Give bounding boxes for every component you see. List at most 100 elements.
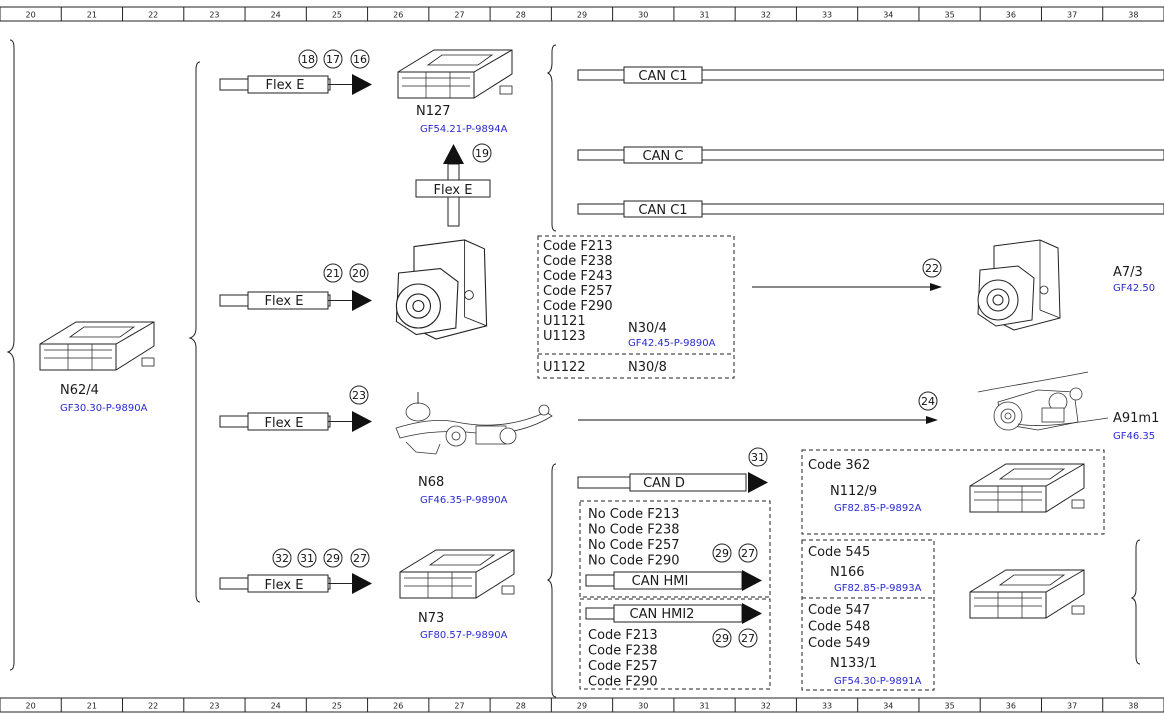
flex-e-label-row3: Flex E [265, 416, 304, 431]
svg-text:20: 20 [352, 267, 366, 280]
svg-text:29: 29 [326, 552, 340, 565]
marker-16: 16 [350, 49, 370, 69]
brake-modulator-image [395, 239, 488, 340]
n112-9-reference-link[interactable]: GF82.85-P-9892A [834, 503, 922, 514]
n30-4-label: N30/4 [628, 321, 667, 336]
ruler-column-bottom-27: 27 [454, 702, 464, 711]
n30-code-item-6: U1123 [543, 329, 586, 344]
can-c1-label-top: CAN C1 [638, 69, 687, 84]
svg-text:29: 29 [715, 547, 729, 560]
ruler-column-top-32: 32 [761, 11, 771, 20]
svg-text:21: 21 [326, 267, 340, 280]
code-362-text: Code 362 [808, 458, 870, 473]
ruler-column-bottom-36: 36 [1006, 702, 1016, 711]
no-code-item-0: No Code F213 [588, 507, 680, 522]
no-code-item-3: No Code F290 [588, 554, 680, 569]
n30-code-box [537, 235, 735, 379]
ruler-column-bottom-23: 23 [209, 702, 219, 711]
no-code-item-2: No Code F257 [588, 538, 680, 553]
n30-8-code: U1122 [543, 360, 586, 375]
marker-31: 31 [297, 548, 317, 568]
n127-reference-link[interactable]: GF54.21-P-9894A [420, 124, 508, 135]
flex-e-arrow-row4 [219, 573, 372, 594]
ruler-column-bottom-29: 29 [577, 702, 587, 711]
can-c1-label-bottom: CAN C1 [638, 203, 687, 218]
n30-4-reference-link[interactable]: GF42.45-P-9890A [628, 338, 716, 349]
flex-e-label-row2: Flex E [265, 294, 304, 309]
can-d-label: CAN D [643, 476, 685, 491]
ruler-column-bottom-20: 20 [26, 702, 36, 711]
svg-text:27: 27 [353, 552, 367, 565]
can-top-brace [546, 44, 557, 232]
n68-label: N68 [418, 475, 444, 490]
flex-e-label-up: Flex E [434, 183, 473, 198]
n30-code-item-2: Code F243 [543, 269, 613, 284]
ruler-column-top-31: 31 [699, 11, 709, 20]
a7-3-reference-link[interactable]: GF42.50 [1113, 283, 1155, 294]
svg-text:19: 19 [475, 147, 489, 160]
n30-code-item-4: Code F290 [543, 299, 613, 314]
ruler-column-bottom-33: 33 [822, 702, 832, 711]
top-ruler [0, 6, 1164, 22]
n166-control-unit [969, 569, 1085, 619]
ruler-column-bottom-38: 38 [1128, 702, 1138, 711]
marker-29-hmi2: 29 [712, 628, 732, 648]
svg-text:27: 27 [741, 547, 755, 560]
n73-reference-link[interactable]: GF80.57-P-9890A [420, 630, 508, 641]
can-hmi2-arrow [585, 603, 762, 624]
can-hmi2-label: CAN HMI2 [630, 607, 695, 622]
a7-3-label: A7/3 [1113, 265, 1143, 280]
marker-27: 27 [350, 548, 370, 568]
n127-control-unit [397, 49, 513, 99]
a91m1-image [977, 371, 1109, 431]
code-547-item-1: Code 548 [808, 620, 870, 635]
flex-e-arrow-row3 [219, 411, 372, 432]
marker-21: 21 [323, 263, 343, 283]
a91m1-label: A91m1 [1113, 411, 1159, 426]
n68-steering-image [395, 391, 553, 455]
ruler-column-bottom-25: 25 [332, 702, 342, 711]
n127-label: N127 [416, 104, 451, 119]
n62-4-label: N62/4 [60, 383, 99, 398]
svg-text:29: 29 [715, 632, 729, 645]
flex-e-brace [188, 61, 201, 603]
n73-control-unit [399, 549, 515, 599]
hmi2-code-item-2: Code F257 [588, 659, 658, 674]
hmi2-code-box [579, 598, 771, 690]
marker-27-hmi2: 27 [738, 628, 758, 648]
flex-e-arrow-up [415, 144, 491, 227]
n68-reference-link[interactable]: GF46.35-P-9890A [420, 495, 508, 506]
svg-text:31: 31 [300, 552, 314, 565]
ruler-column-top-27: 27 [454, 11, 464, 20]
ruler-column-top-29: 29 [577, 11, 587, 20]
n112-9-label: N112/9 [830, 484, 877, 499]
ruler-column-bottom-26: 26 [393, 702, 403, 711]
flex-e-arrow-n127 [219, 74, 372, 95]
marker-31-can-d: 31 [748, 447, 768, 467]
n133-1-reference-link[interactable]: GF54.30-P-9891A [834, 676, 922, 687]
svg-text:16: 16 [353, 53, 367, 66]
flex-e-label-n127: Flex E [266, 78, 305, 93]
ruler-column-bottom-28: 28 [516, 702, 526, 711]
n62-4-reference-link[interactable]: GF30.30-P-9890A [60, 403, 148, 414]
code-547-item-0: Code 547 [808, 603, 870, 618]
can-hmi-label: CAN HMI [632, 574, 689, 589]
svg-text:24: 24 [921, 395, 935, 408]
hmi2-code-item-3: Code F290 [588, 675, 658, 690]
n133-1-label: N133/1 [830, 656, 877, 671]
left-brace [6, 39, 15, 671]
a91m1-reference-link[interactable]: GF46.35 [1113, 431, 1155, 442]
can-c1-bus-bottom [577, 200, 1164, 218]
can-bottom-brace [546, 463, 557, 698]
bottom-ruler [0, 697, 1164, 713]
marker-17: 17 [323, 49, 343, 69]
can-d-arrow [577, 472, 768, 493]
n166-reference-link[interactable]: GF82.85-P-9893A [834, 583, 922, 594]
marker-24: 24 [918, 391, 938, 411]
marker-20: 20 [349, 263, 369, 283]
no-code-box [579, 500, 771, 598]
ruler-column-top-30: 30 [638, 11, 648, 20]
